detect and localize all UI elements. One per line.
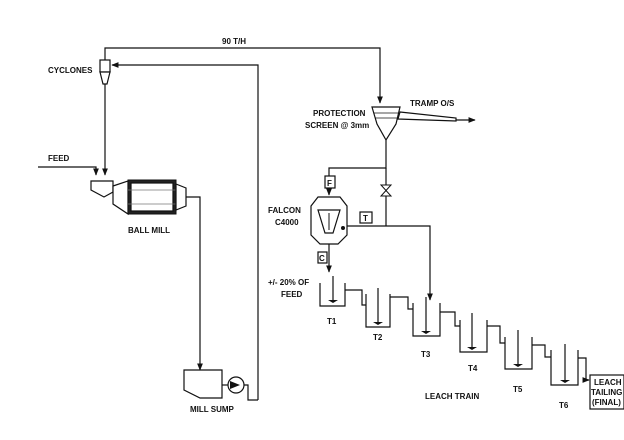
split-label-line2: FEED <box>281 290 303 299</box>
screen-underflow-line <box>326 140 387 196</box>
port-f-box <box>324 175 336 189</box>
ball-mill-label: BALL MILL <box>128 226 170 235</box>
protection-screen-label-line1: PROTECTION <box>313 109 366 118</box>
leach-tank-1 <box>319 276 346 307</box>
flow-rate-label: 90 T/H <box>222 37 246 46</box>
tramp-label: TRAMP O/S <box>410 99 455 108</box>
cyclone <box>99 59 111 85</box>
feed-line <box>38 166 99 176</box>
falcon-label-line1: FALCON <box>268 206 301 215</box>
mill-sump <box>183 369 223 399</box>
tank-label-1: T1 <box>327 317 337 326</box>
port-f-label: F <box>327 179 332 188</box>
leach-tailing-label-line2: TAILING <box>591 388 622 397</box>
final-overflow-line <box>578 357 590 383</box>
port-t-box <box>359 211 373 224</box>
leach-tank-4 <box>459 313 488 353</box>
protection-screen <box>371 106 457 142</box>
mill-discharge-line <box>186 196 203 371</box>
overflow-3-4 <box>440 311 460 327</box>
cyclone-feed-line <box>111 62 259 400</box>
cyclones-label: CYCLONES <box>48 66 93 75</box>
leach-tank-6 <box>550 344 579 386</box>
mill-sump-label: MILL SUMP <box>190 405 235 414</box>
leach-tailing-box <box>589 374 624 410</box>
tank-label-2: T2 <box>373 333 383 342</box>
port-t-label: T <box>363 214 368 223</box>
protection-screen-label-line2: SCREEN @ 3mm <box>305 121 369 130</box>
tank-label-3: T3 <box>421 350 431 359</box>
valve-icon <box>379 184 393 197</box>
cyclone-overflow-line <box>104 47 383 104</box>
tank-label-6: T6 <box>559 401 569 410</box>
feed-label: FEED <box>48 154 70 163</box>
leach-tank-5 <box>504 330 533 370</box>
ball-mill <box>90 179 187 216</box>
leach-tank-2 <box>365 288 391 328</box>
split-label-line1: +/- 20% OF <box>268 278 309 287</box>
overflow-5-6 <box>532 344 551 358</box>
falcon-tail-line <box>347 225 433 301</box>
overflow-4-5 <box>487 325 505 344</box>
overflow-2-3 <box>390 296 413 310</box>
leach-tank-3 <box>412 297 441 337</box>
port-c-label: C <box>319 254 325 263</box>
overflow-1-2 <box>345 289 366 306</box>
tank-label-5: T5 <box>513 385 523 394</box>
falcon-concentrator <box>310 196 348 245</box>
pump-discharge-line <box>244 384 258 401</box>
tank-label-4: T4 <box>468 364 478 373</box>
falcon-label-line2: C4000 <box>275 218 299 227</box>
leach-tailing-label-line3: (FINAL) <box>592 398 621 407</box>
leach-train-label: LEACH TRAIN <box>425 392 479 401</box>
port-c-box <box>317 251 328 264</box>
leach-tailing-label-line1: LEACH <box>594 378 622 387</box>
